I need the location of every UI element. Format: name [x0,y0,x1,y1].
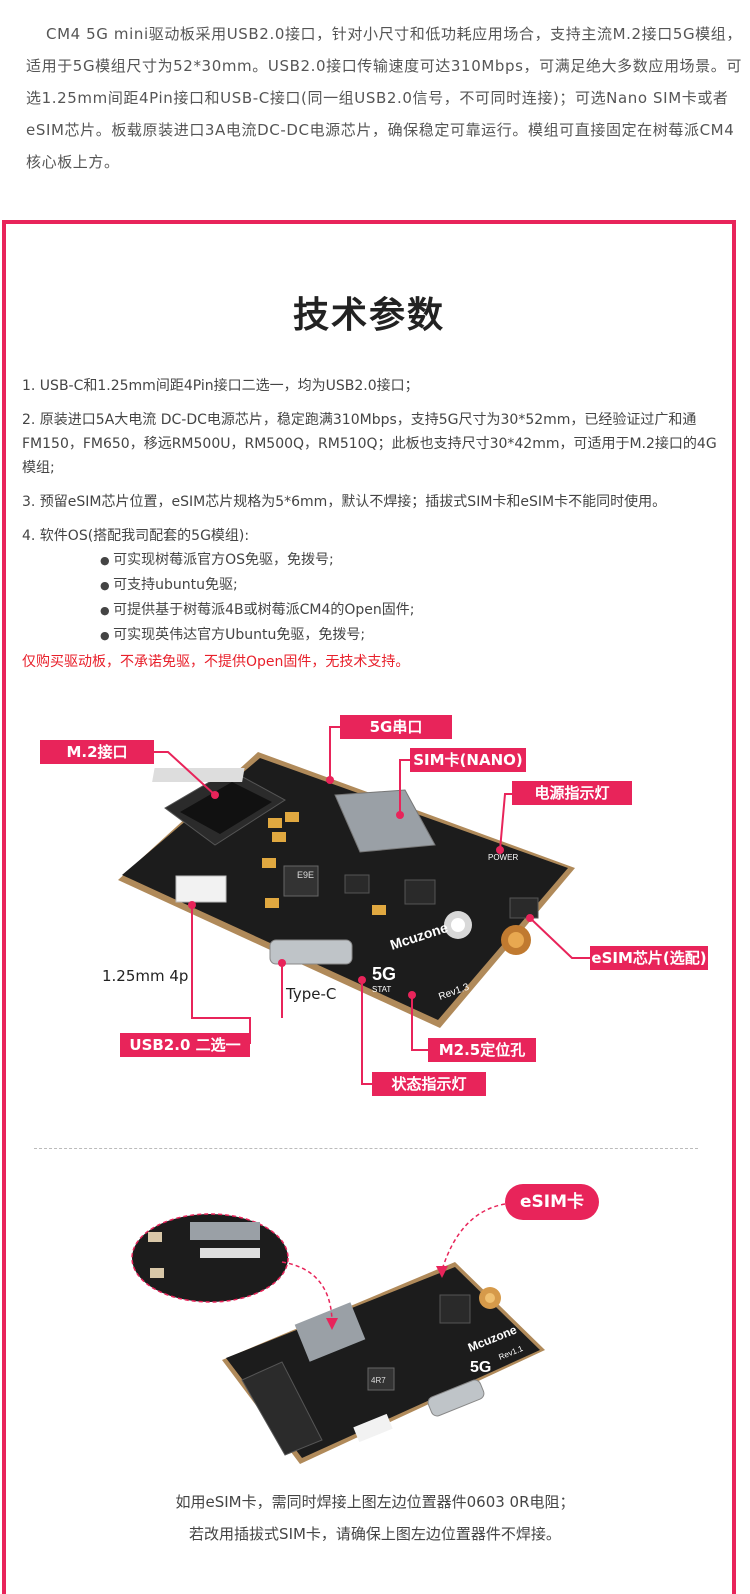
board-photo-top [118,752,575,1028]
spec-item-2: 2. 原装进口5A大电流 DC-DC电源芯片，稳定跑满310Mbps，支持5G尺… [22,412,717,476]
label-5g-serial: 5G串口 [340,715,452,739]
label-4p-connector: 1.25mm 4p [102,967,189,985]
inductor-marking: E9E [297,870,314,880]
os-support-list: 可实现树莓派官方OS免驱，免拨号; 可支持ubuntu免驱; 可提供基于树莓派4… [22,548,727,648]
board-photo-bottom [222,1262,545,1464]
section-divider [34,1148,698,1149]
os-support-item: 可支持ubuntu免驱; [100,573,727,598]
spec-item-3: 3. 预留eSIM芯片位置，eSIM芯片规格为5*6mm，默认不焊接；插拔式SI… [22,494,667,510]
os-support-item: 可实现树莓派官方OS免驱，免拨号; [100,548,727,573]
label-usb-choice: USB2.0 二选一 [120,1033,250,1057]
label-status-led: 状态指示灯 [372,1072,486,1096]
esim-card-badge: eSIM卡 [505,1184,599,1220]
os-support-item: 可提供基于树莓派4B或树莓派CM4的Open固件; [100,598,727,623]
label-esim-chip: eSIM芯片(选配) [590,946,708,970]
os-support-item: 可实现英伟达官方Ubuntu免驱，免拨号; [100,623,727,648]
label-m2-slot: M.2接口 [40,740,154,764]
label-power-led: 电源指示灯 [512,781,632,805]
board-5g-logo: 5G [372,964,396,984]
spec-item-4: 4. 软件OS(搭配我司配套的5G模组): [22,528,250,544]
dashed-callouts [281,1203,506,1321]
section-title: 技术参数 [292,295,445,336]
board2-5g-logo: 5G [470,1359,491,1376]
label-sim-slot: SIM卡(NANO) [410,748,526,772]
zoom-inset [131,1213,289,1303]
intro-paragraph: CM4 5G mini驱动板采用USB2.0接口，针对小尺寸和低功耗应用场合，支… [26,25,742,171]
purchase-warning: 仅购买驱动板，不承诺免驱，不提供Open固件，无技术支持。 [22,654,410,670]
board2-inductor-marking: 4R7 [371,1376,386,1385]
esim-note-line-2: 若改用插拔式SIM卡，请确保上图左边位置器件不焊接。 [189,1525,561,1543]
stat-silk: STAT [372,985,391,994]
power-silk: POWER [488,853,518,862]
leader-dots [188,776,534,999]
spec-item-1: 1. USB-C和1.25mm间距4Pin接口二选一，均为USB2.0接口； [22,378,419,394]
label-type-c: Type-C [286,985,337,1003]
label-mount-hole: M2.5定位孔 [428,1038,536,1062]
esim-note-line-1: 如用eSIM卡，需同时焊接上图左边位置器件0603 0R电阻； [175,1493,575,1511]
spec-list: 1. USB-C和1.25mm间距4Pin接口二选一，均为USB2.0接口； 2… [22,374,727,674]
leader-lines [154,726,590,1085]
callout-arrows [326,1266,448,1330]
